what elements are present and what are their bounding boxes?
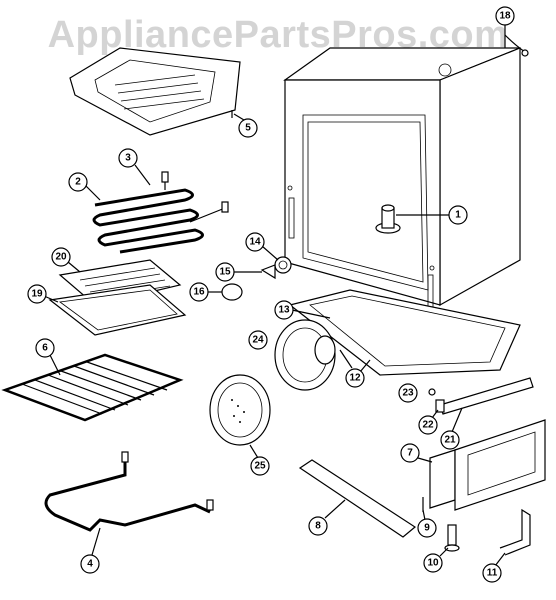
- light-parts: [221, 256, 292, 301]
- lower-bracket-part: [298, 459, 417, 538]
- svg-text:4: 4: [87, 559, 93, 570]
- callout-19: 19: [27, 284, 59, 304]
- callout-20: 20: [51, 247, 81, 273]
- broil-element-part: [92, 171, 229, 254]
- callout-10: 10: [423, 547, 449, 573]
- svg-text:14: 14: [249, 237, 261, 248]
- callout-13: 13: [274, 300, 331, 320]
- svg-text:24: 24: [252, 335, 264, 346]
- callout-2: 2: [68, 172, 101, 201]
- rail-part: [428, 377, 534, 415]
- callout-6: 6: [35, 338, 61, 376]
- callout-24: 24: [248, 330, 268, 350]
- callout-3: 3: [118, 148, 151, 186]
- svg-text:9: 9: [424, 523, 430, 534]
- svg-text:7: 7: [407, 448, 413, 459]
- svg-text:20: 20: [55, 252, 67, 263]
- callout-14: 14: [245, 232, 279, 261]
- svg-text:10: 10: [427, 558, 439, 569]
- callout-21: 21: [440, 407, 463, 450]
- oven-cavity: [283, 47, 521, 316]
- svg-text:2: 2: [75, 177, 81, 188]
- callout-7: 7: [400, 443, 433, 463]
- broiler-pan-part: [48, 284, 187, 336]
- callout-22: 22: [418, 409, 439, 435]
- callout-11: 11: [482, 552, 506, 583]
- svg-text:19: 19: [31, 289, 43, 300]
- callout-5: 5: [233, 113, 258, 138]
- fan-mount-part: [375, 204, 452, 234]
- callout-8: 8: [308, 499, 346, 536]
- callout-25: 25: [249, 444, 270, 476]
- svg-text:6: 6: [42, 343, 48, 354]
- convection-fan-part: [274, 319, 336, 391]
- svg-text:23: 23: [402, 388, 414, 399]
- svg-text:1: 1: [455, 210, 461, 221]
- svg-text:8: 8: [315, 521, 321, 532]
- callout-group: 1 2 3 4 5 6 7 8 9 10 11 12 13 14 15 16 1…: [27, 6, 515, 583]
- broil-shield-part: [69, 47, 241, 136]
- svg-text:22: 22: [422, 420, 434, 431]
- svg-text:16: 16: [193, 287, 205, 298]
- oven-rack-part: [1, 353, 184, 422]
- bottom-panel-part: [288, 289, 521, 376]
- svg-text:13: 13: [278, 305, 290, 316]
- callout-12: 12: [345, 359, 371, 388]
- svg-text:3: 3: [125, 153, 131, 164]
- svg-text:5: 5: [245, 123, 251, 134]
- callout-1: 1: [448, 205, 468, 225]
- bake-element-part: [44, 451, 214, 532]
- svg-text:15: 15: [219, 267, 231, 278]
- svg-text:12: 12: [349, 373, 361, 384]
- svg-text:18: 18: [499, 11, 511, 22]
- leveler-parts: [422, 497, 531, 556]
- drawer-frame-part: [429, 419, 546, 511]
- callout-18: 18: [495, 6, 515, 26]
- callout-16: 16: [189, 282, 222, 302]
- callout-15: 15: [215, 262, 262, 282]
- callout-23: 23: [398, 383, 418, 403]
- fan-cover-part: [209, 374, 271, 446]
- svg-text:25: 25: [254, 461, 266, 472]
- svg-text:21: 21: [444, 435, 456, 446]
- callout-9: 9: [417, 509, 437, 538]
- callout-4: 4: [80, 527, 101, 574]
- sensor-part: [504, 24, 529, 57]
- svg-text:11: 11: [487, 568, 498, 579]
